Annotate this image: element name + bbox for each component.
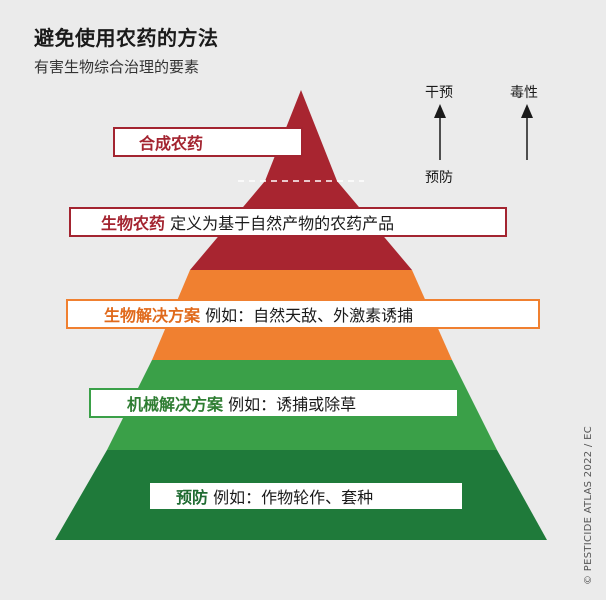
- level-label-synthetic-pesticides: 合成农药: [113, 127, 303, 157]
- arrow-label-prevention: 预防: [425, 170, 453, 186]
- level-label-biological-solutions: 生物解决方案 例如：自然天敌、外激素诱捕: [66, 299, 540, 329]
- level-name: 生物农药: [101, 214, 166, 233]
- level-label-prevention: 预防 例如：作物轮作、套种: [148, 481, 464, 511]
- level-name: 生物解决方案: [104, 306, 201, 325]
- arrowhead-toxicity: [521, 104, 533, 118]
- arrow-label-toxicity: 毒性: [510, 85, 538, 101]
- level-label-mechanical-solutions: 机械解决方案 例如：诱捕或除草: [89, 388, 459, 418]
- level-label-biopesticides: 生物农药 定义为基于自然产物的农药产品: [69, 207, 507, 237]
- arrowhead-intervention: [434, 104, 446, 118]
- copyright-credit: © PESTICIDE ATLAS 2022 / EC: [583, 426, 594, 585]
- level-name: 预防: [176, 488, 209, 507]
- level-detail: 例如：作物轮作、套种: [213, 488, 374, 507]
- level-detail: 定义为基于自然产物的农药产品: [170, 214, 395, 233]
- page-subtitle: 有害生物综合治理的要素: [34, 58, 200, 76]
- level-detail: 例如：诱捕或除草: [228, 395, 357, 414]
- arrow-label-intervention: 干预: [425, 85, 453, 101]
- page-title: 避免使用农药的方法: [34, 26, 219, 50]
- level-name: 合成农药: [139, 134, 204, 153]
- level-name: 机械解决方案: [127, 395, 224, 414]
- level-detail: 例如：自然天敌、外激素诱捕: [205, 306, 414, 325]
